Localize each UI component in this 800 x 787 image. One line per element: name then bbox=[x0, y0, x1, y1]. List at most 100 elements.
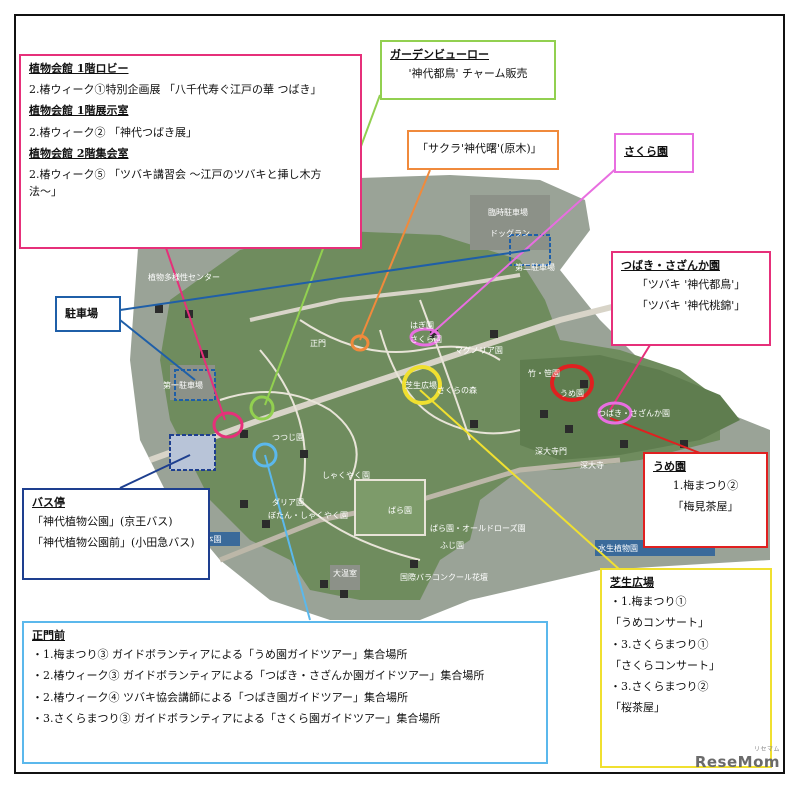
main-gate-title: 正門前 bbox=[32, 629, 65, 642]
exhibition-item-3b: 法～」 bbox=[29, 185, 62, 199]
map-label-shinsui-gate: 深大寺門 bbox=[535, 447, 567, 456]
map-label-magnolia: マグノリア園 bbox=[455, 346, 503, 355]
callout-exhibition: 植物会館 1階ロビー 2.椿ウィーク①特別企画展 「八千代寿ぐ江戸の華 つばき」… bbox=[19, 54, 362, 249]
parking-area-marker bbox=[174, 369, 216, 401]
shibafu-title: 芝生広場 bbox=[610, 576, 654, 589]
exhibition-item-1: 2.椿ウィーク①特別企画展 「八千代寿ぐ江戸の華 つばき」 bbox=[29, 83, 322, 97]
path-5 bbox=[419, 299, 471, 441]
exhibition-item-3: 2.椿ウィーク⑤ 「ツバキ講習会 ～江戸のツバキと挿し木方 bbox=[29, 167, 322, 181]
callout-tsubaki: つばき・さざんか園 「ツバキ '神代都鳥'」 「ツバキ '神代桃錦'」 bbox=[611, 251, 771, 346]
map-label-sakura: さくら園 bbox=[410, 335, 442, 344]
tsubaki-item-1: 「ツバキ '神代都鳥'」 bbox=[636, 278, 746, 292]
parking2-area-marker bbox=[509, 234, 551, 266]
map-label-old-rose: ばら園・オールドローズ園 bbox=[430, 524, 526, 533]
map-label-parking1: 第一駐車場 bbox=[163, 381, 203, 390]
marker-sakura-tree bbox=[350, 334, 370, 352]
callout-ume: うめ園 1.梅まつり② 「梅見茶屋」 bbox=[643, 452, 768, 548]
shibafu-item-3: ・3.さくらまつり① bbox=[610, 637, 709, 651]
leader-parking-2 bbox=[119, 249, 531, 311]
shibafu-item-1: ・1.梅まつり① bbox=[610, 595, 687, 609]
marker-shibafu bbox=[402, 365, 442, 405]
garden-bureau-item: '神代都鳥' チャーム販売 bbox=[408, 67, 528, 81]
path-1 bbox=[259, 349, 421, 561]
rose-garden-block bbox=[354, 479, 426, 536]
bus-stop-area bbox=[169, 434, 216, 471]
road-2 bbox=[249, 273, 521, 322]
map-label-shakuyaku: しゃくやく園 bbox=[322, 471, 370, 480]
callout-sakura-en: さくら園 bbox=[614, 133, 694, 173]
exhibition-heading-2: 植物会館 1階展示室 bbox=[29, 104, 129, 118]
bus-stop-item-2: 「神代植物公園前」(小田急バス) bbox=[32, 536, 195, 550]
leader-parking-1 bbox=[119, 319, 196, 381]
map-label-temp-parking: 臨時駐車場 bbox=[488, 208, 528, 217]
parking-title: 駐車場 bbox=[65, 307, 98, 320]
tsubaki-title: つばき・さざんか園 bbox=[621, 259, 720, 272]
tsubaki-item-2: 「ツバキ '神代桃錦'」 bbox=[636, 299, 746, 313]
bus-stop-title: バス停 bbox=[32, 496, 65, 509]
map-label-sakura-forest: さくらの森 bbox=[437, 386, 477, 395]
map-label-hagi: はぎ園 bbox=[410, 321, 434, 330]
marker-garden-bureau bbox=[249, 395, 275, 421]
exhibition-heading-1: 植物会館 1階ロビー bbox=[29, 62, 129, 75]
sakura-tree-title: 「サクラ'神代曙'(原木)」 bbox=[417, 142, 542, 155]
path-3 bbox=[299, 319, 501, 361]
map-label-dog-run: ドッグラン bbox=[490, 229, 530, 238]
map-label-bamboo: 竹・笹園 bbox=[528, 369, 560, 378]
callout-garden-bureau: ガーデンビューロー '神代都鳥' チャーム販売 bbox=[380, 40, 556, 100]
leader-main-gate bbox=[264, 454, 311, 621]
map-label-bara: ばら園 bbox=[388, 506, 412, 515]
map-label-shibafu: 芝生広場 bbox=[405, 381, 437, 390]
leader-shibafu bbox=[419, 389, 621, 571]
leader-ume bbox=[609, 417, 706, 456]
resemom-logo: リセマム ReseMom bbox=[694, 746, 780, 771]
main-gate-item-2: ・2.椿ウィーク③ ガイドボランティアによる「つばき・さざんか園ガイドツアー」集… bbox=[32, 669, 485, 683]
map-label-botan: ぼたん・しゃくやく園 bbox=[268, 511, 348, 520]
shibafu-item-2: 「うめコンサート」 bbox=[610, 616, 709, 630]
exhibition-item-2: 2.椿ウィーク② 「神代つばき展」 bbox=[29, 125, 197, 139]
callout-sakura-tree: 「サクラ'神代曙'(原木)」 bbox=[407, 130, 559, 170]
resemom-logo-text: ReseMom bbox=[694, 753, 780, 771]
ume-item-2: 「梅見茶屋」 bbox=[672, 500, 739, 514]
marker-main-gate bbox=[252, 442, 278, 468]
garden-bureau-title: ガーデンビューロー bbox=[390, 48, 489, 61]
greenhouse bbox=[330, 565, 360, 590]
map-label-fuji: ふじ園 bbox=[440, 541, 464, 550]
map-label-jindai: 深大寺 bbox=[580, 461, 604, 470]
map-label-suisei: 水生植物園 bbox=[598, 544, 638, 553]
main-gate-item-3: ・2.椿ウィーク④ ツバキ協会講師による「つばき園ガイドツアー」集合場所 bbox=[32, 690, 408, 704]
leader-exhibition bbox=[164, 244, 226, 421]
bus-stop-item-1: 「神代植物公園」(京王バス) bbox=[32, 515, 173, 529]
ume-title: うめ園 bbox=[653, 460, 686, 473]
map-label-greenhouse: 大温室 bbox=[333, 569, 357, 578]
map-label-ume: うめ園 bbox=[560, 389, 584, 398]
map-label-tsubaki: つばき・さざんか園 bbox=[598, 409, 670, 418]
sakura-en-title: さくら園 bbox=[624, 145, 668, 158]
resemom-logo-sub: リセマム bbox=[753, 746, 780, 753]
shibafu-item-4: 「さくらコンサート」 bbox=[610, 658, 720, 672]
callout-main-gate: 正門前 ・1.梅まつり③ ガイドボランティアによる「うめ園ガイドツアー」集合場所… bbox=[22, 621, 548, 764]
park-area bbox=[160, 230, 720, 600]
exhibition-heading-3: 植物会館 2階集会室 bbox=[29, 146, 129, 160]
map-label-tsutsuji: つつじ園 bbox=[272, 433, 304, 442]
map-label-plant-center: 植物多様性センター bbox=[148, 273, 220, 282]
map-label-parking2: 第二駐車場 bbox=[515, 263, 555, 272]
callout-parking: 駐車場 bbox=[55, 296, 121, 332]
main-gate-item-1: ・1.梅まつり③ ガイドボランティアによる「うめ園ガイドツアー」集合場所 bbox=[32, 648, 408, 662]
map-label-dahlia: ダリア園 bbox=[272, 498, 304, 507]
leader-bus bbox=[119, 454, 191, 489]
path-4 bbox=[219, 391, 358, 481]
map-label-rose-contest: 国際バラコンクール花壇 bbox=[400, 573, 488, 582]
callout-bus-stop: バス停 「神代植物公園」(京王バス) 「神代植物公園前」(小田急バス) bbox=[22, 488, 210, 580]
main-gate-item-4: ・3.さくらまつり③ ガイドボランティアによる「さくら園ガイドツアー」集合場所 bbox=[32, 711, 441, 725]
shibafu-item-5: ・3.さくらまつり② bbox=[610, 679, 709, 693]
marker-exhibition bbox=[212, 411, 244, 439]
leader-sakura-tree bbox=[359, 169, 431, 341]
path-2 bbox=[379, 329, 521, 435]
marker-tsubaki bbox=[597, 401, 633, 425]
leader-tsubaki bbox=[609, 344, 651, 411]
map-label-main-gate: 正門 bbox=[310, 339, 326, 348]
marker-ume bbox=[550, 364, 594, 402]
marker-sakura-en bbox=[409, 327, 441, 347]
shibafu-item-6: 「桜茶屋」 bbox=[610, 701, 665, 715]
